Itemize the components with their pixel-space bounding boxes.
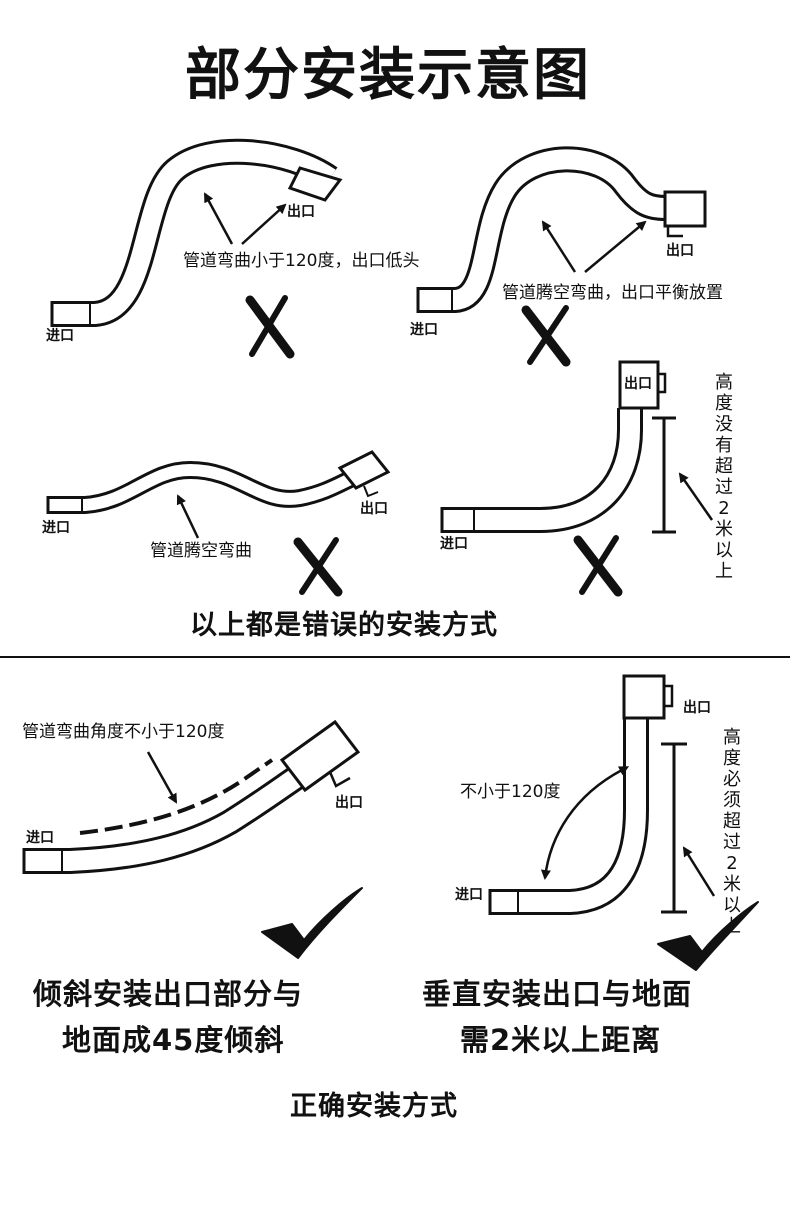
wrong-panel-1-arrow-a xyxy=(203,192,234,245)
wrong-panel-1-inlet-label: 进口 xyxy=(46,328,74,344)
wrong-summary: 以上都是错误的安装方式 xyxy=(190,610,498,641)
right-panel-1-pipe xyxy=(22,719,361,874)
wrong-panel-2-outlet-label: 出口 xyxy=(666,243,694,259)
right-check-mark-1 xyxy=(261,887,363,959)
wrong-panel-2-arrow-b xyxy=(584,220,647,273)
wrong-panel-1-caption: 管道弯曲小于120度，出口低头 xyxy=(183,251,420,271)
right-panel-1-inlet-label: 进口 xyxy=(26,830,54,846)
wrong-panel-2-pipe xyxy=(416,146,707,313)
right-panel-1-outlet-label: 出口 xyxy=(335,795,363,811)
wrong-panel-2-arrow-a xyxy=(541,220,577,273)
wrong-panel-3-arrow xyxy=(176,494,200,539)
right-panel-1-description-line-2: 地面成45度倾斜 xyxy=(62,1023,285,1057)
wrong-mark-2 xyxy=(521,305,571,367)
page-title: 部分安装示意图 xyxy=(185,43,591,108)
wrong-panel-3-inlet-label: 进口 xyxy=(42,520,70,536)
right-panel-2-outlet-label: 出口 xyxy=(683,700,711,716)
wrong-panel-2-caption: 管道腾空弯曲，出口平衡放置 xyxy=(502,283,723,303)
wrong-mark-3 xyxy=(293,537,343,597)
wrong-panel-4-arrow xyxy=(678,472,714,521)
right-panel-2-height-note: 高度必须超过2米以上 xyxy=(723,727,741,937)
wrong-panel-1-arrow-b xyxy=(241,203,287,245)
right-panel-2-angle-arrow xyxy=(540,766,630,880)
right-panel-2-height-arrow xyxy=(682,846,716,897)
right-check-mark-2 xyxy=(657,901,759,971)
wrong-panel-2-inlet-label: 进口 xyxy=(410,322,438,338)
right-panel-1-caption: 管道弯曲角度不小于120度 xyxy=(22,722,225,742)
wrong-mark-1 xyxy=(245,295,295,359)
wrong-panel-3-outlet-label: 出口 xyxy=(360,501,388,517)
right-panel-2-description-line-2: 需2米以上距离 xyxy=(460,1023,662,1057)
right-panel-2-caption: 不小于120度 xyxy=(460,782,561,802)
right-panel-2-description-line-1: 垂直安装出口与地面 xyxy=(422,977,693,1011)
wrong-panel-4-height-bar xyxy=(652,416,676,534)
right-panel-1-dashed-guide xyxy=(79,758,274,835)
right-panel-1-description-line-1: 倾斜安装出口部分与 xyxy=(33,977,304,1011)
wrong-panel-4-outlet-label: 出口 xyxy=(624,376,652,392)
right-panel-1-arrow xyxy=(146,751,178,804)
wrong-panel-4-pipe xyxy=(440,360,667,533)
wrong-panel-1-pipe xyxy=(50,138,343,327)
right-summary: 正确安装方式 xyxy=(290,1091,458,1122)
wrong-panel-3-caption: 管道腾空弯曲 xyxy=(150,541,252,561)
wrong-panel-4-height-note: 高度没有超过2米以上 xyxy=(715,372,733,582)
wrong-panel-1-outlet-label: 出口 xyxy=(287,204,315,220)
wrong-panel-4-inlet-label: 进口 xyxy=(440,536,468,552)
right-panel-2-inlet-label: 进口 xyxy=(455,887,483,903)
right-panel-2-height-bar xyxy=(661,742,687,914)
wrong-panel-3-pipe xyxy=(46,450,391,514)
wrong-mark-4 xyxy=(573,535,623,597)
